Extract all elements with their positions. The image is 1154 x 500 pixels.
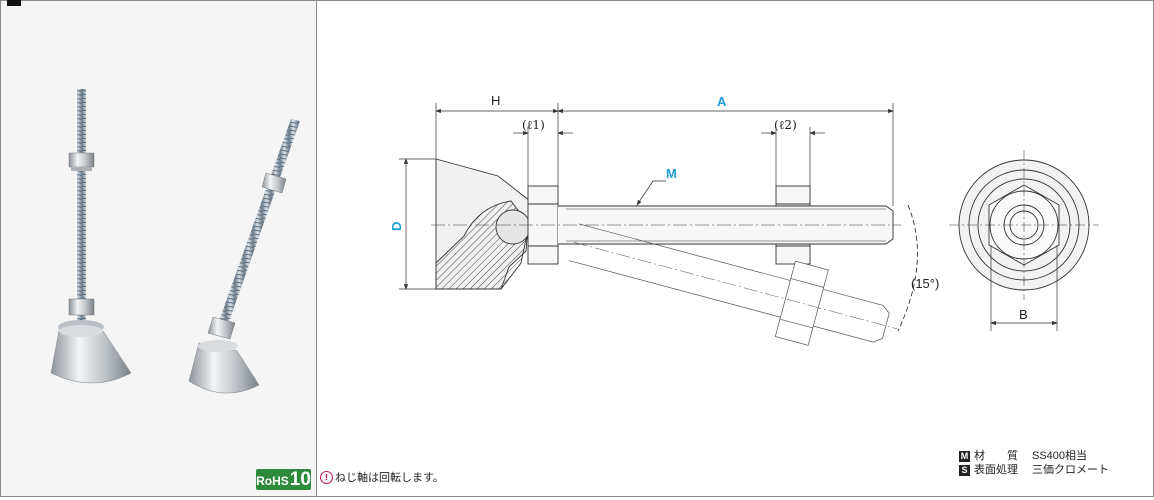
surface-key-icon: S <box>959 464 970 476</box>
surface-value: 三価クロメート <box>1032 464 1109 476</box>
end-view <box>949 150 1099 331</box>
dim-label-m: M <box>666 166 677 181</box>
product-photo <box>50 89 300 394</box>
material-key-icon: M <box>959 450 970 462</box>
rotation-note: ! ねじ軸は回転します。 <box>320 469 444 485</box>
rohs-badge-number: 10 <box>289 469 311 490</box>
spec-row-surface: S 表面処理 三価クロメート <box>959 463 1109 477</box>
rohs-badge-text: RoHS <box>256 474 289 488</box>
dimension-lines <box>399 103 894 290</box>
attention-icon: ! <box>320 470 333 484</box>
dim-label-l1: (ℓ1) <box>522 118 545 132</box>
leveler-photo-tilted <box>188 119 300 394</box>
leveler-photo-upright <box>50 89 132 384</box>
technical-drawing: H A (ℓ1) (ℓ2) M D (15°) B <box>389 93 1099 346</box>
dim-label-b: B <box>1019 307 1028 322</box>
dim-label-a: A <box>717 94 727 109</box>
surface-label: 表面処理 <box>974 463 1018 476</box>
product-photo-panel: RoHS 10 <box>1 0 317 496</box>
rohs-badge: RoHS 10 <box>256 469 311 490</box>
material-label: 材 質 <box>974 449 1018 462</box>
section-title-marker <box>7 0 21 6</box>
dim-label-h: H <box>491 93 500 108</box>
rotation-note-text: ねじ軸は回転します。 <box>335 471 444 484</box>
spec-row-material: M 材 質 SS400相当 <box>959 449 1109 463</box>
dim-label-d: D <box>389 222 404 231</box>
side-view <box>431 158 918 346</box>
spec-table: M 材 質 SS400相当 S 表面処理 三価クロメート <box>959 449 1109 477</box>
material-value: SS400相当 <box>1032 450 1088 462</box>
dim-label-l2: (ℓ2) <box>774 118 797 132</box>
dim-label-angle: (15°) <box>911 276 939 291</box>
